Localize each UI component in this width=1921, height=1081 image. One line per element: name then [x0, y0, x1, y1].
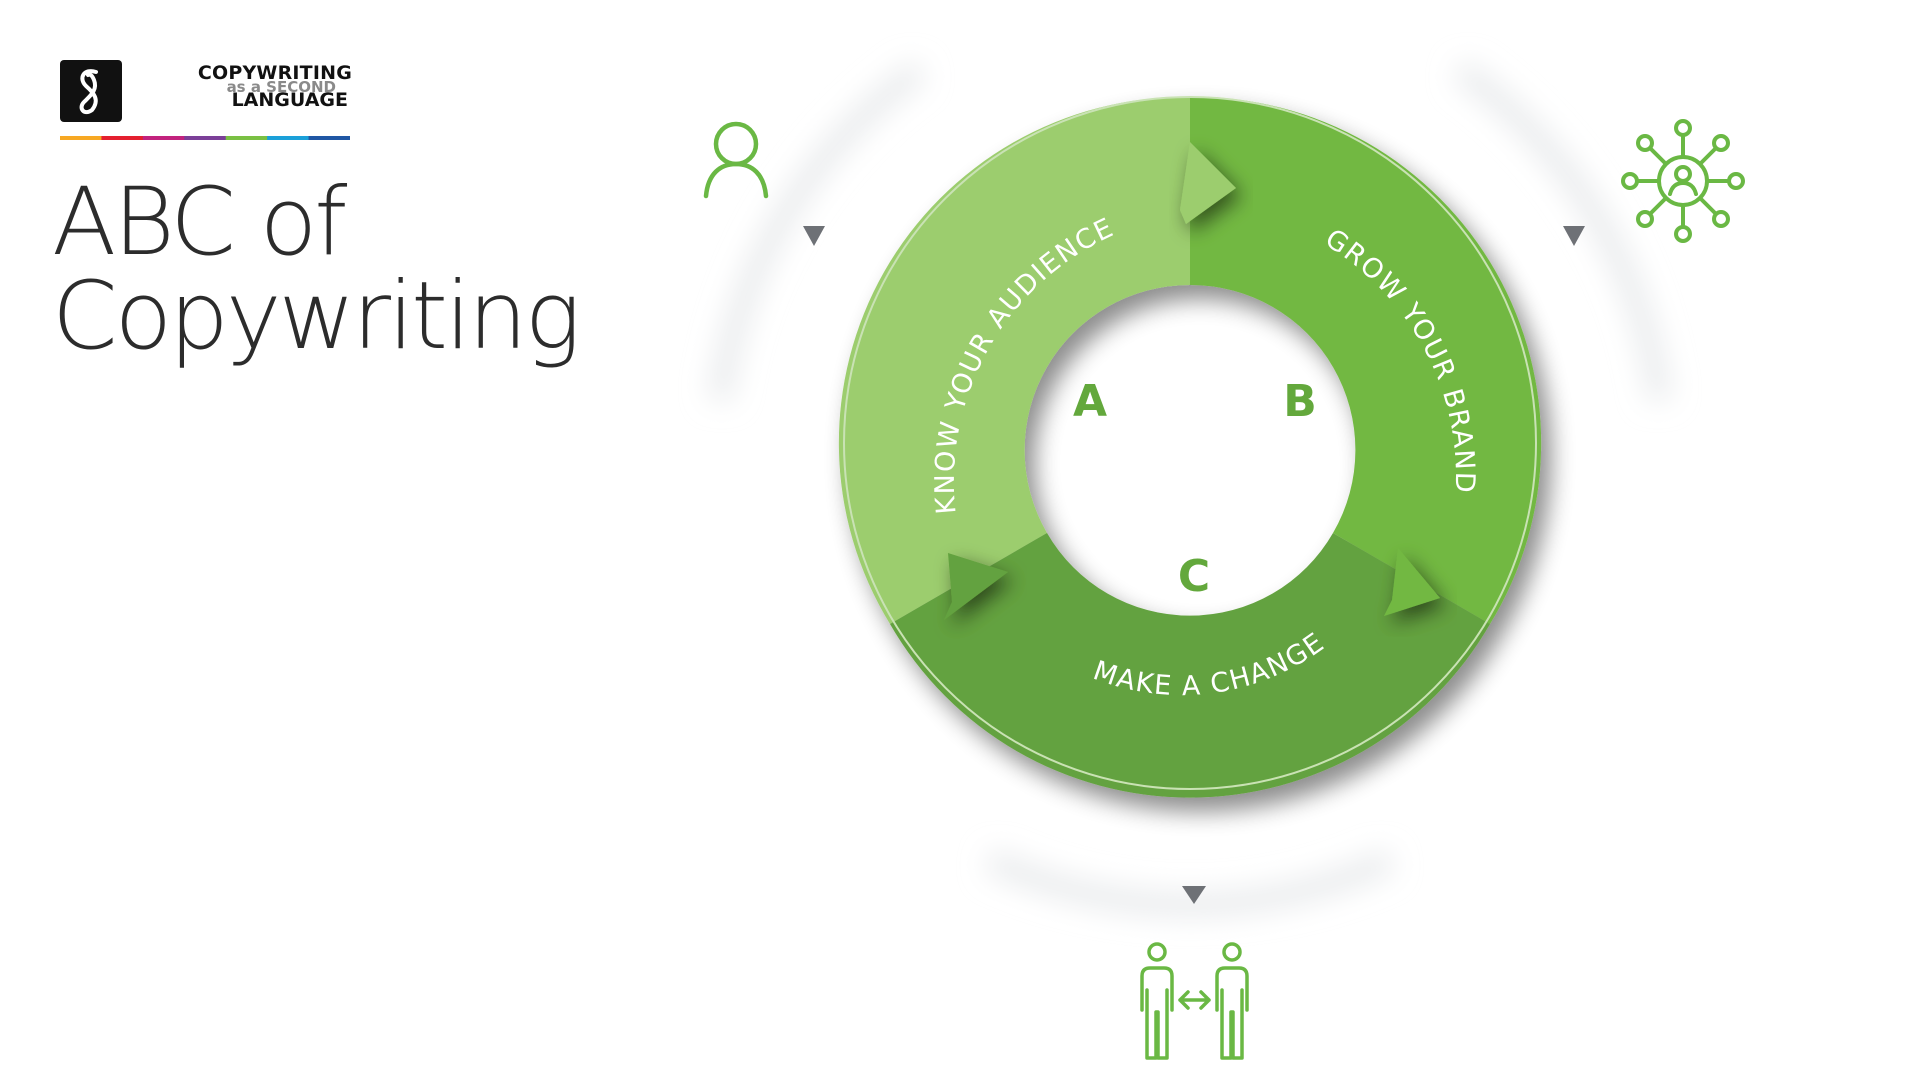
logo-wordmark: COPYWRITING as a SECOND LANGUAGE — [172, 64, 352, 110]
logo-mark-icon — [60, 60, 122, 122]
page-title: ABC of Copywriting — [52, 176, 612, 364]
logo-rule-segment — [225, 136, 268, 140]
triangle-down-icon — [803, 226, 825, 246]
arrow-head-a-to-b — [1180, 142, 1236, 224]
brand-logo: COPYWRITING as a SECOND LANGUAGE — [60, 58, 352, 148]
cycle-ring — [838, 96, 1542, 798]
logo-line-3: LANGUAGE — [231, 89, 348, 111]
logo-rule-segment — [184, 136, 227, 140]
segment-a-know-your-audience — [838, 96, 1190, 625]
logo-rule-segment — [308, 136, 350, 140]
network-people-icon — [1621, 119, 1745, 243]
triangle-down-icon — [1182, 886, 1206, 904]
segment-b-grow-your-brand — [1190, 96, 1542, 624]
page-title-line-2: Copywriting — [52, 262, 581, 371]
arrow-head-b-to-c — [1384, 548, 1440, 616]
logo-rule-segment — [60, 136, 102, 140]
logo-line-1: COPYWRITING — [197, 62, 352, 84]
outer-halo-arcs — [709, 61, 1671, 916]
logo-rule-segment — [101, 136, 144, 140]
two-people-exchange-icon — [1140, 942, 1249, 1060]
logo-color-rule — [60, 136, 350, 140]
letter-b: B — [1283, 376, 1317, 427]
logo-line-2: as a SECOND — [226, 78, 336, 96]
letter-c: C — [1178, 551, 1210, 602]
arrow-head-c-to-a — [944, 553, 1008, 620]
person-icon — [703, 121, 769, 199]
triangle-down-icon — [1563, 226, 1585, 246]
logo-rule-segment — [142, 136, 185, 140]
segment-c-make-a-change — [890, 533, 1490, 798]
page-title-line-1: ABC of — [52, 168, 347, 277]
letter-a: A — [1073, 376, 1107, 427]
logo-rule-segment — [267, 136, 310, 140]
